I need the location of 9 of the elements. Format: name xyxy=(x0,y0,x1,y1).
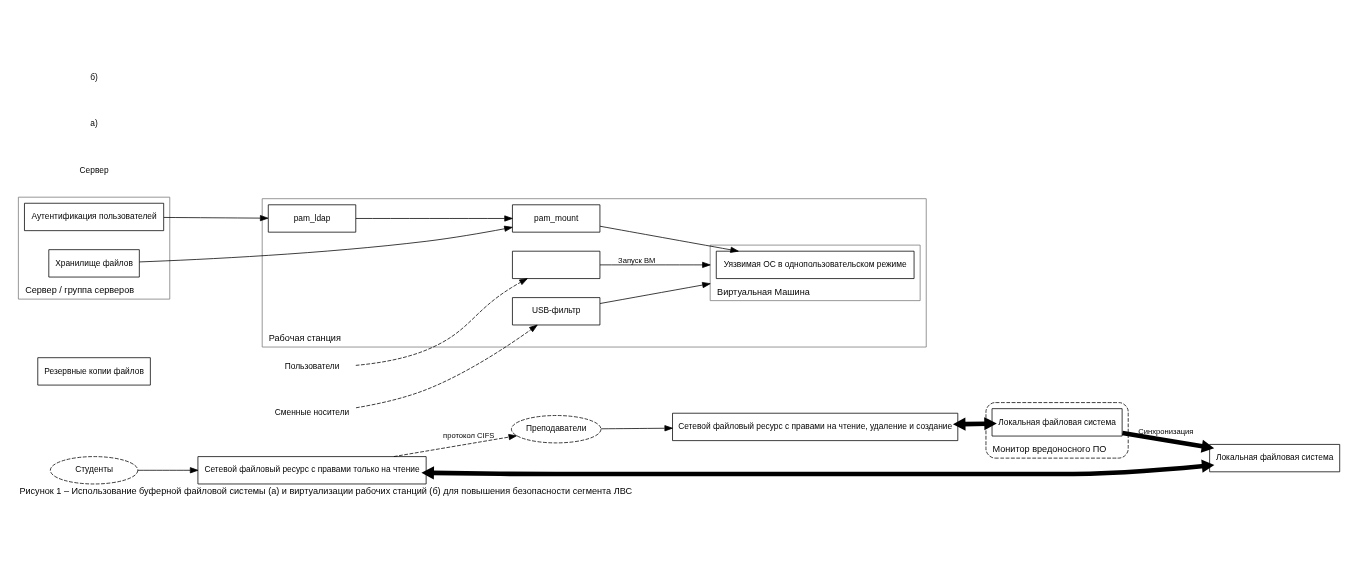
label: б) xyxy=(90,71,98,82)
caption: Рисунок 1 – Использование буферной файловой системы (а) и виртуализации рабочих станций (б) для повышения безопасности сегмента ЛВС xyxy=(19,486,633,497)
edge-label: Запуск ВМ xyxy=(618,255,656,265)
edge-label: Синхронизация xyxy=(1138,426,1194,436)
node-text: Сменные носители xyxy=(274,407,350,418)
node-text: Пользователи xyxy=(284,360,340,371)
edge-label: протокол CIFS xyxy=(443,431,495,441)
label: а) xyxy=(90,118,98,129)
label: Сервер xyxy=(79,164,109,175)
